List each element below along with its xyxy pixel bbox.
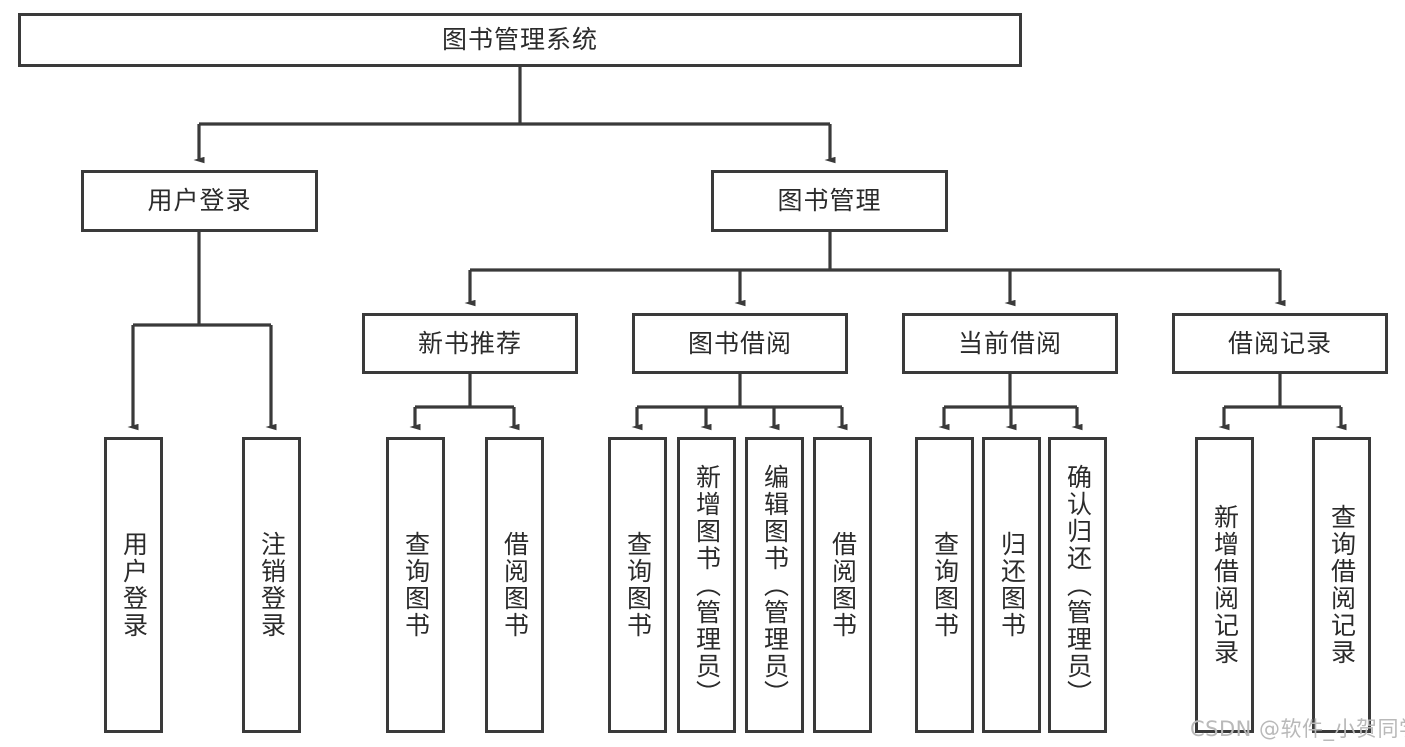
leaf-query-borrow-record[interactable]: 查询借阅记录: [1312, 437, 1371, 733]
csdn-watermark: CSDN @软件_小贺同学: [1190, 717, 1405, 741]
leaf-add-book-admin[interactable]: 新增图书（管理员）: [677, 437, 736, 733]
node-label: 图书借阅: [687, 328, 792, 358]
leaf-label: 新增图书（管理员）: [692, 463, 722, 707]
leaf-borrow-book-recommend[interactable]: 借阅图书: [485, 437, 544, 733]
node-book-borrow[interactable]: 图书借阅: [632, 313, 848, 374]
node-label: 图书管理: [777, 186, 882, 216]
node-user-login[interactable]: 用户登录: [81, 170, 318, 232]
leaf-logout-login[interactable]: 注销登录: [242, 437, 301, 733]
node-label: 用户登录: [147, 186, 252, 216]
node-label: 图书管理系统: [441, 25, 598, 55]
node-label: 借阅记录: [1227, 328, 1332, 358]
leaf-query-book-current[interactable]: 查询图书: [915, 437, 974, 733]
leaf-label: 归还图书: [997, 531, 1027, 639]
leaf-label: 查询借阅记录: [1327, 504, 1357, 666]
leaf-user-login[interactable]: 用户登录: [104, 437, 163, 733]
leaf-label: 新增借阅记录: [1210, 504, 1240, 666]
node-new-book-recommend[interactable]: 新书推荐: [362, 313, 578, 374]
leaf-label: 借阅图书: [828, 531, 858, 639]
node-current-borrow[interactable]: 当前借阅: [902, 313, 1118, 374]
leaf-query-book-recommend[interactable]: 查询图书: [386, 437, 445, 733]
leaf-label: 编辑图书（管理员）: [760, 463, 790, 707]
leaf-label: 注销登录: [257, 531, 287, 639]
leaf-edit-book-admin[interactable]: 编辑图书（管理员）: [745, 437, 804, 733]
node-label: 新书推荐: [417, 328, 522, 358]
leaf-label: 查询图书: [401, 531, 431, 639]
leaf-label: 查询图书: [623, 531, 653, 639]
leaf-query-book-borrow[interactable]: 查询图书: [608, 437, 667, 733]
leaf-return-book[interactable]: 归还图书: [982, 437, 1041, 733]
node-borrow-record[interactable]: 借阅记录: [1172, 313, 1388, 374]
node-root-system[interactable]: 图书管理系统: [18, 13, 1022, 67]
leaf-confirm-return-admin[interactable]: 确认归还（管理员）: [1048, 437, 1107, 733]
node-book-management[interactable]: 图书管理: [711, 170, 948, 232]
leaf-label: 确认归还（管理员）: [1063, 463, 1093, 707]
leaf-label: 用户登录: [119, 531, 149, 639]
leaf-borrow-book[interactable]: 借阅图书: [813, 437, 872, 733]
leaf-label: 查询图书: [930, 531, 960, 639]
node-label: 当前借阅: [957, 328, 1062, 358]
leaf-add-borrow-record[interactable]: 新增借阅记录: [1195, 437, 1254, 733]
leaf-label: 借阅图书: [500, 531, 530, 639]
